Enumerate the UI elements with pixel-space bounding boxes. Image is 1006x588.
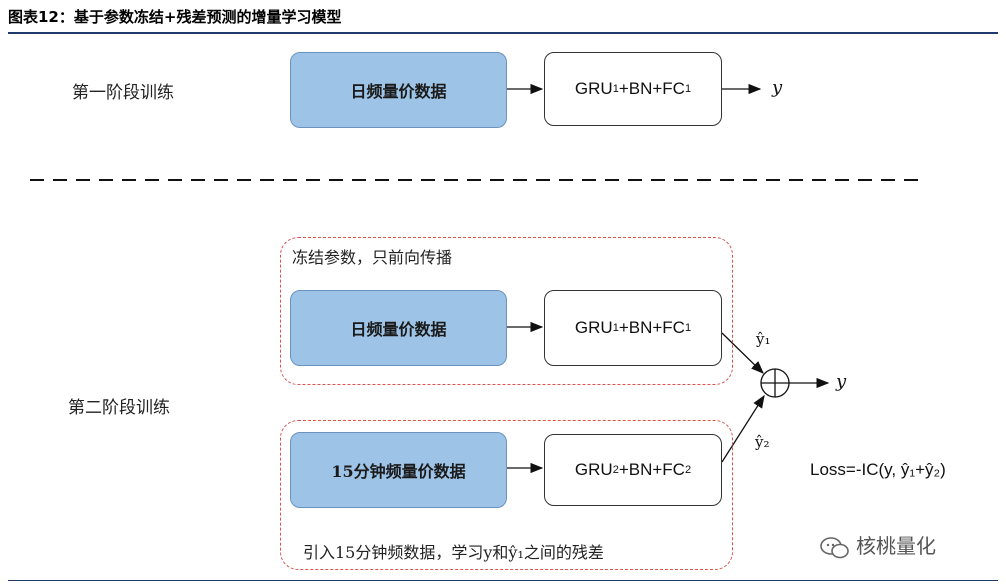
model-name: GRU: [574, 318, 613, 337]
yhat1-label: ŷ₁: [756, 330, 771, 348]
arrow-minute-model-to-sum: [721, 394, 765, 463]
yhat2-label: ŷ₂: [755, 433, 770, 451]
model-sub2: 2: [684, 464, 692, 476]
chat-bubbles-icon: [820, 536, 849, 558]
model-rest: +BN+FC: [618, 460, 685, 479]
model-sub: 1: [612, 322, 619, 334]
stage2-daily-data-box: 日频量价数据: [290, 290, 507, 366]
loss-formula: Loss=-IC(y, ŷ₁+ŷ₂): [810, 460, 946, 479]
stage2-label: 第二阶段训练: [68, 398, 170, 418]
model-sub: 1: [612, 83, 619, 95]
residual-group: [280, 420, 733, 570]
watermark: 核桃量化: [820, 530, 936, 559]
stage2-output-y: y: [836, 371, 847, 392]
frozen-params-group: [280, 237, 733, 385]
stage1-output-y: y: [772, 77, 783, 98]
stage2-minute-data-box: 15分钟频量价数据: [290, 432, 507, 508]
stage1-label: 第一阶段训练: [72, 83, 174, 103]
title-rule: [8, 32, 998, 34]
model-name: GRU: [574, 460, 613, 479]
model-rest: +BN+FC: [618, 79, 685, 98]
model-name: GRU: [574, 79, 613, 98]
model-sub2: 1: [684, 83, 692, 95]
frozen-params-caption: 冻结参数，只前向传播: [292, 248, 453, 267]
arrow-daily-model-to-sum: [721, 332, 764, 374]
stage1-daily-data-box: 日频量价数据: [290, 52, 507, 128]
watermark-text: 核桃量化: [856, 534, 936, 558]
model-rest: +BN+FC: [618, 318, 685, 337]
residual-caption: 引入15分钟频数据，学习y和ŷ₁之间的残差: [303, 543, 604, 562]
model-sub: 2: [612, 464, 619, 476]
bottom-rule: [8, 580, 998, 581]
model-sub2: 1: [684, 322, 692, 334]
figure-title: 图表12：基于参数冻结+残差预测的增量学习模型: [8, 8, 342, 26]
